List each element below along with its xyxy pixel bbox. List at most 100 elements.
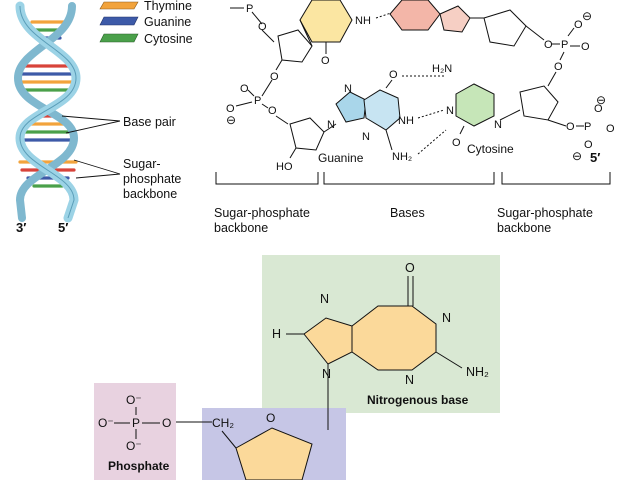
atom-nh2-guanine: NH₂ (392, 151, 412, 163)
legend-guanine-label: Guanine (144, 15, 191, 29)
sugar-atom-o: O (266, 411, 275, 425)
atom-n-guanine-1: N (344, 83, 352, 95)
top-adenine-ring-2 (439, 5, 471, 33)
atom-p-top-left: P (246, 3, 253, 15)
double-helix (13, 1, 81, 223)
bracket-label-right-1: Sugar-phosphate (497, 206, 593, 220)
bracket-middle (323, 172, 495, 185)
bottom-right-sugar (519, 85, 559, 121)
bracket-left (215, 172, 319, 185)
bottom-left-sugar (289, 117, 325, 151)
atom-nh-top: NH (355, 15, 371, 27)
backbone-label-line-1: Sugar- (123, 157, 161, 171)
backbone-leader-1 (73, 159, 121, 175)
minus-right-top: ⊖ (582, 9, 592, 23)
region-brackets (215, 172, 611, 185)
atom-o-right-bottom-2: O (594, 103, 603, 115)
atom-o-left-phos-3: O (268, 105, 277, 117)
top-thymine-ring (299, 0, 353, 43)
phosphate-box (94, 383, 176, 480)
base-atom-n-bottom-left: N (322, 367, 331, 381)
atom-h2n-cytosine: H₂N (432, 63, 452, 75)
bracket-label-middle: Bases (390, 206, 425, 220)
base-atom-nh2: NH₂ (466, 365, 489, 379)
nucleotide: O N N H N N NH₂ Nitrogenous base O⁻ O⁻ P… (94, 255, 500, 481)
legend-thymine-swatch (99, 1, 139, 10)
sugar-ch2: CH₂ (212, 416, 234, 430)
base-atom-n-bottom: N (405, 373, 414, 387)
minus-left-mid: ⊖ (226, 113, 236, 127)
guanine-five-ring (335, 91, 367, 123)
atom-n-cytosine-2: N (494, 119, 502, 131)
backbone-label-line-3: backbone (123, 187, 177, 201)
base-pair-label: Base pair (123, 115, 176, 129)
backbone-label-line-2: phosphate (123, 172, 181, 186)
phosphate-p: P (132, 416, 140, 430)
atom-n-guanine-2: N (327, 119, 335, 131)
minus-right-bottom-1: ⊖ (596, 93, 606, 107)
top-left-phosphate (230, 7, 275, 43)
phosphate-o-left: O⁻ (98, 416, 114, 430)
bracket-label-left-1: Sugar-phosphate (214, 206, 310, 220)
phosphate-o-top: O⁻ (126, 393, 142, 407)
phosphate-o-right: O (162, 416, 171, 430)
atom-o-right-top-4: O (554, 61, 563, 73)
helix-callouts: Base pair Sugar- phosphate backbone 3′ 5… (16, 115, 181, 235)
base-atom-n-right: N (442, 311, 451, 325)
legend-cytosine: Cytosine (99, 32, 193, 46)
legend-thymine: Thymine (99, 0, 192, 13)
atom-n-cytosine-1: N (446, 105, 454, 117)
atom-p-right-top: P (561, 39, 568, 51)
atom-o-right-top-3: O (581, 41, 590, 53)
atom-p-left-mid: P (254, 95, 261, 107)
bracket-label-left-2: backbone (214, 221, 268, 235)
base-pair-leader-2 (65, 120, 121, 134)
helix-strand-front-edge (19, 5, 77, 219)
top-adenine-ring (389, 0, 441, 31)
top-right-sugar (483, 9, 527, 47)
base-pair-leader-1 (61, 115, 121, 122)
atom-o-right-bottom-3: O (606, 123, 615, 135)
phosphate-o-bottom: O⁻ (126, 439, 142, 453)
sugar-ring (235, 427, 313, 481)
guanine-name-label: Guanine (318, 151, 364, 165)
legend-guanine-swatch (99, 16, 139, 26)
bracket-right (501, 172, 611, 185)
atom-o-left-mid: O (270, 71, 279, 83)
helix-end-3prime: 3′ (16, 220, 26, 235)
cytosine-ring (455, 83, 495, 127)
atom-p-right-bottom: P (584, 121, 591, 133)
atom-o-top-left: O (258, 21, 267, 33)
legend-cytosine-swatch (99, 33, 139, 43)
atom-nh-guanine: NH (398, 115, 414, 127)
base-atom-n-top-left: N (320, 292, 329, 306)
nitrogenous-base-label: Nitrogenous base (367, 393, 469, 407)
top-left-sugar (277, 29, 313, 63)
base-pair-structure: P O NH O O O P O ⊖ O O O P O ⊖ (226, 0, 615, 173)
atom-ho: HO (276, 161, 293, 173)
cytosine-name-label: Cytosine (467, 142, 514, 156)
atom-o-right-top: O (544, 39, 553, 51)
atom-o-left-phos-1: O (240, 83, 249, 95)
base-legend: Thymine Guanine Cytosine (99, 0, 193, 46)
five-prime-label: 5′ (590, 150, 600, 165)
legend-thymine-label: Thymine (144, 0, 192, 13)
backbone-leader-2 (75, 173, 121, 179)
atom-o-left-phos-2: O (226, 103, 235, 115)
atom-o-cytosine: O (452, 137, 461, 149)
atom-o-right-bottom: O (566, 121, 575, 133)
helix-end-5prime: 5′ (58, 220, 68, 235)
legend-cytosine-label: Cytosine (144, 32, 193, 46)
phosphate-label: Phosphate (108, 459, 170, 473)
base-atom-h: H (272, 327, 281, 341)
atom-o-top-ring: O (321, 55, 330, 67)
atom-n-guanine-3: N (362, 131, 370, 143)
atom-o-guanine: O (389, 69, 398, 81)
guanine-six-ring (363, 89, 401, 131)
bracket-label-right-2: backbone (497, 221, 551, 235)
hydrogen-bonds (402, 75, 447, 155)
atom-o-right-top-2: O (574, 19, 583, 31)
atom-o-right-bottom-4: O (584, 139, 593, 151)
